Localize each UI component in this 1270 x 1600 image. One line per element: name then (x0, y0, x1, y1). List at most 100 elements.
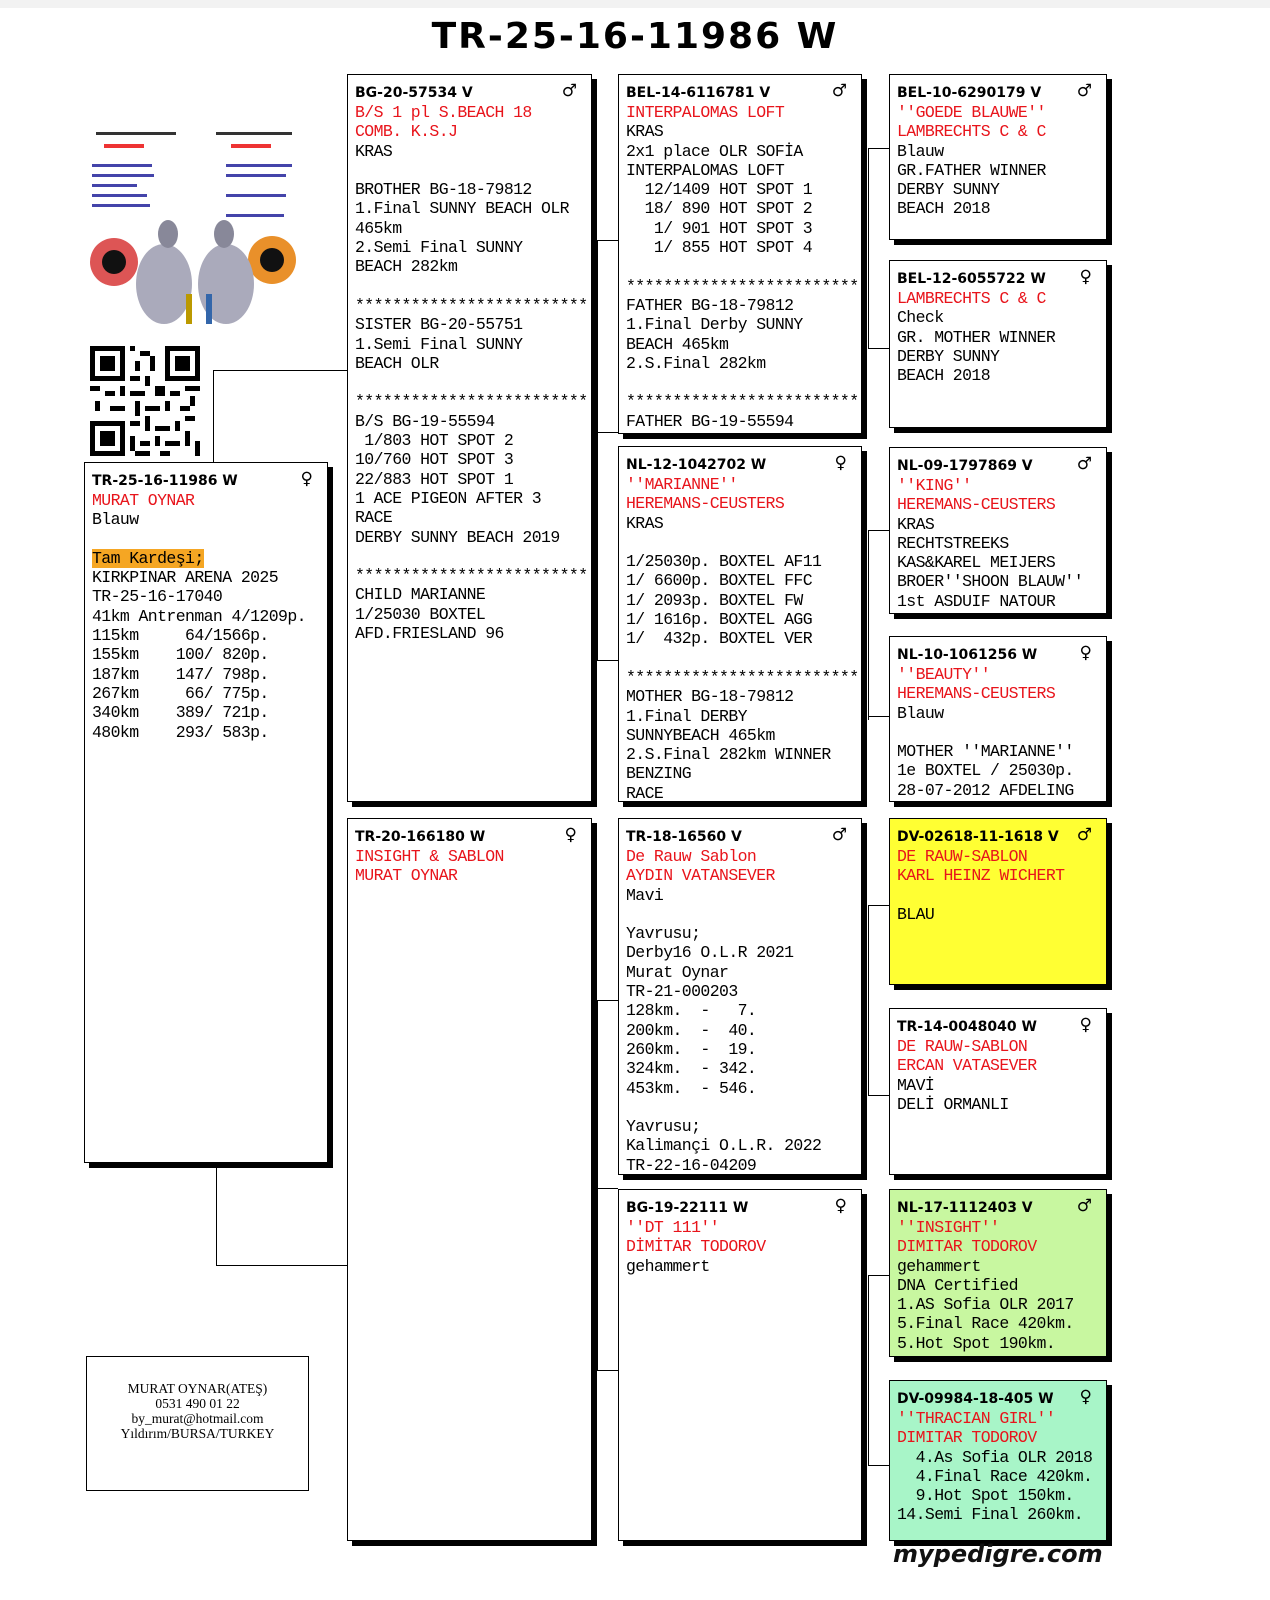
connector-line (597, 660, 618, 661)
breeder-email: by_murat@hotmail.com (131, 1411, 264, 1426)
info-line: BEACH 2018 (897, 366, 991, 386)
connector-line (597, 1370, 618, 1371)
info-line: 4.As Sofia OLR 2018 (897, 1447, 1093, 1467)
connector-line (868, 1275, 869, 1465)
connector-line (597, 432, 618, 433)
male-icon: ♂ (831, 81, 847, 101)
info-line: BROER''SHOON BLAUW'' (897, 572, 1084, 592)
name-line: B/S 1 pl S.BEACH 18 (355, 103, 532, 122)
info-line: 5.Final Race 420km. (897, 1314, 1074, 1334)
info-line: DELİ ORMANLI (897, 1094, 1009, 1114)
connector-line (216, 1265, 347, 1266)
name-line: LAMBRECHTS C & C (897, 122, 1046, 142)
info-line: Derby16 O.L.R 2021 (626, 943, 794, 963)
name-line: HEREMANS-CEUSTERS (626, 494, 785, 514)
pigeon-box-dds[interactable]: NL-17-1112403 V♂''INSIGHT''DIMITAR TODOR… (889, 1189, 1107, 1357)
connector-line (868, 1095, 889, 1096)
male-icon: ♂ (831, 825, 847, 845)
info-line: 1 ACE PIGEON AFTER 3 (355, 488, 542, 508)
info-line: 1/ 1616p. BOXTEL AGG (626, 610, 813, 630)
info-line: KRAS (897, 514, 935, 534)
pigeon-box-ddd[interactable]: DV-09984-18-405 W♀''THRACIAN GIRL''DIMIT… (889, 1380, 1107, 1541)
pigeon-box-sd[interactable]: NL-12-1042702 W♀''MARIANNE''HEREMANS-CEU… (618, 446, 862, 802)
connector-line (216, 1168, 217, 1266)
female-icon: ♀ (1079, 643, 1092, 663)
name-line: DE RAUW-SABLON (897, 847, 1028, 866)
info-line: 267km 66/ 775p. (92, 683, 269, 703)
connector-line (868, 905, 869, 1095)
ring-number: TR-18-16560 V (626, 829, 742, 845)
info-line: MOTHER ''MARIANNE'' (897, 742, 1074, 762)
pigeon-box-sss[interactable]: BEL-10-6290179 V♂''GOEDE BLAUWE''LAMBREC… (889, 74, 1107, 240)
info-line: Tam Kardeşi; (92, 548, 327, 568)
info-line (626, 905, 861, 924)
info-line: FATHER BG-18-79812 (626, 295, 794, 315)
info-line: 2x1 place OLR SOFİA (626, 141, 803, 161)
info-line: 200km. - 40. (626, 1020, 757, 1040)
info-line (355, 161, 591, 180)
connector-line (597, 1188, 618, 1189)
info-line: 2.S.Final 282km (626, 353, 766, 373)
qr-code (90, 346, 200, 456)
ring-number: BG-19-22111 W (626, 1200, 749, 1216)
breeder-location: Yıldırım/BURSA/TURKEY (120, 1426, 275, 1441)
name-line: DİMİTAR TODOROV (626, 1237, 766, 1257)
name-line: ERCAN VATASEVER (897, 1056, 1037, 1076)
info-line: 2.Semi Final SUNNY (355, 238, 523, 258)
info-line: SISTER BG-20-55751 (355, 315, 523, 335)
info-line: 18/ 890 HOT SPOT 2 (626, 199, 813, 219)
info-line: DERBY SUNNY (897, 180, 1000, 200)
connector-line (868, 148, 889, 149)
info-line: MAVİ (897, 1075, 935, 1095)
info-line: RACE (626, 783, 664, 802)
info-line: 10/760 HOT SPOT 3 (355, 450, 514, 470)
info-line: 324km. - 342. (626, 1059, 757, 1079)
name-line: De Rauw Sablon (626, 847, 757, 866)
pigeon-box-sdd[interactable]: NL-10-1061256 W♀''BEAUTY''HEREMANS-CEUST… (889, 636, 1107, 802)
name-line: AYDIN VATANSEVER (626, 866, 775, 886)
info-line: GR. MOTHER WINNER (897, 327, 1056, 347)
info-line: BENZING (626, 764, 692, 784)
name-line: MURAT OYNAR (355, 866, 458, 886)
male-icon: ♂ (561, 81, 577, 101)
info-line: DERBY SUNNY BEACH 2019 (355, 527, 560, 547)
info-line: 115km 64/1566p. (92, 626, 269, 646)
female-icon: ♀ (1079, 1387, 1092, 1407)
info-line: BLAU (897, 904, 935, 924)
info-line: 22/883 HOT SPOT 1 (355, 469, 514, 489)
info-line: 1.Final SUNNY BEACH OLR (355, 199, 570, 219)
info-line: 1/ 2093p. BOXTEL FW (626, 590, 803, 610)
highlight-label: Tam Kardeşi; (92, 548, 204, 568)
connector-line (868, 530, 869, 720)
info-line (626, 533, 861, 552)
name-line: ''INSIGHT'' (897, 1218, 1000, 1237)
info-line: Murat Oynar (626, 962, 729, 982)
page-title: TR-25-16-11986 W (431, 16, 839, 57)
ring-number: NL-09-1797869 V (897, 458, 1033, 474)
info-line: B/S BG-19-55594 (355, 411, 495, 431)
info-line: 1e BOXTEL / 25030p. (897, 761, 1074, 781)
info-line: AFD.FRIESLAND 96 (355, 624, 504, 644)
connector-line (213, 370, 347, 371)
ring-number: BG-20-57534 V (355, 85, 473, 101)
info-line: Yavrusu; (626, 924, 701, 944)
ring-number: NL-10-1061256 W (897, 647, 1038, 663)
info-line: Blauw (897, 703, 944, 723)
ring-number: TR-25-16-11986 W (92, 473, 238, 489)
info-line: 1st ASDUIF NATOUR (897, 591, 1056, 611)
connector-line (597, 1000, 598, 1370)
info-line: 1/25030p. BOXTEL AF11 (626, 552, 822, 572)
male-icon: ♂ (1076, 1196, 1092, 1216)
connector-line (868, 530, 889, 531)
pigeon-box-sds[interactable]: NL-09-1797869 V♂''KING''HEREMANS-CEUSTER… (889, 447, 1107, 614)
info-line: RACE (355, 508, 393, 528)
